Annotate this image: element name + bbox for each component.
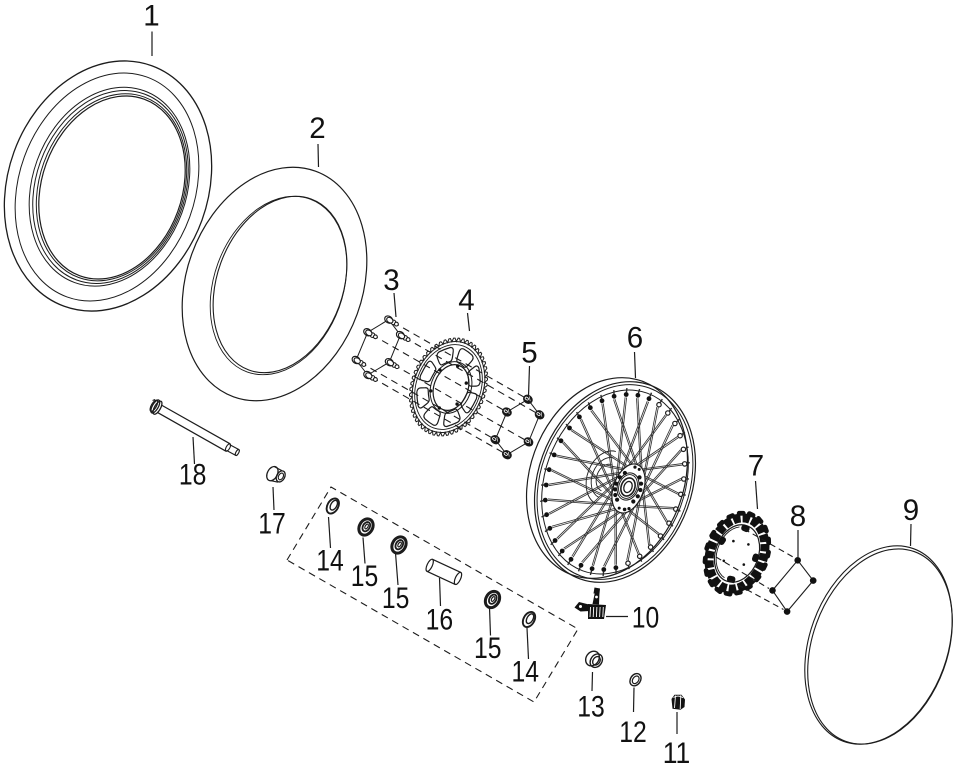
- svg-text:15: 15: [351, 560, 379, 593]
- svg-text:12: 12: [619, 716, 647, 749]
- svg-text:9: 9: [903, 494, 919, 527]
- svg-text:15: 15: [474, 632, 502, 665]
- svg-text:8: 8: [790, 500, 806, 533]
- svg-text:17: 17: [258, 508, 286, 541]
- svg-text:18: 18: [179, 459, 207, 492]
- svg-text:10: 10: [632, 602, 660, 635]
- svg-text:2: 2: [309, 112, 325, 145]
- svg-text:14: 14: [316, 545, 344, 578]
- svg-text:16: 16: [426, 604, 454, 637]
- svg-text:11: 11: [663, 737, 691, 767]
- svg-text:7: 7: [748, 450, 764, 483]
- svg-text:15: 15: [382, 582, 410, 615]
- svg-text:5: 5: [521, 337, 537, 370]
- svg-text:3: 3: [383, 264, 399, 297]
- svg-text:13: 13: [577, 691, 605, 724]
- svg-text:1: 1: [143, 0, 159, 33]
- svg-text:4: 4: [458, 284, 474, 317]
- svg-text:14: 14: [512, 656, 540, 689]
- svg-text:6: 6: [627, 322, 643, 355]
